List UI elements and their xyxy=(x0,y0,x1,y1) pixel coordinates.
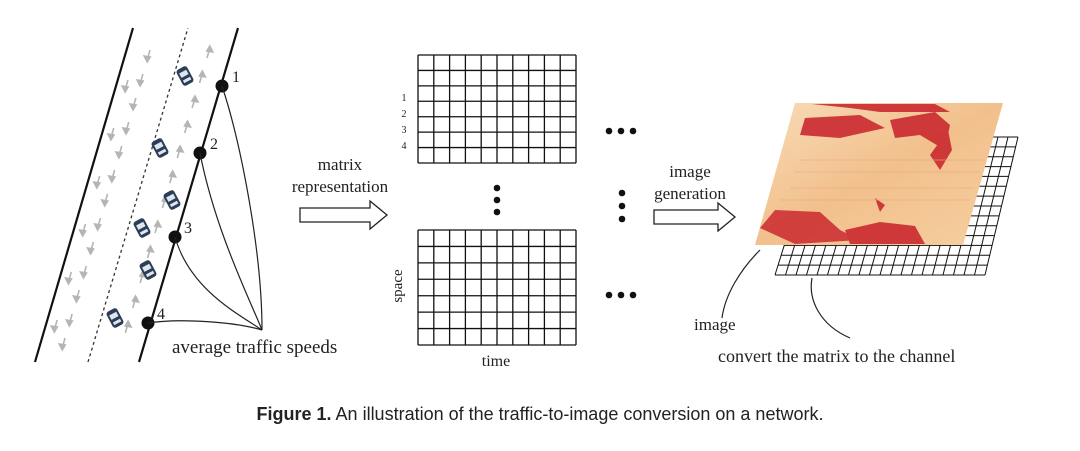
arrow2-line1: image xyxy=(669,162,711,181)
vehicle xyxy=(133,218,151,238)
hollow-arrow-2 xyxy=(653,201,737,233)
point-label-3: 3 xyxy=(184,220,192,237)
matrix-representation-arrow: matrix representation xyxy=(292,155,389,231)
point-label-1: 1 xyxy=(232,69,240,86)
vehicle xyxy=(151,138,169,158)
heat-image xyxy=(755,103,1003,245)
row-label-1: 1 xyxy=(402,93,407,104)
time-label: time xyxy=(482,353,510,370)
vehicle xyxy=(139,260,157,280)
speed-curve-3 xyxy=(174,236,263,331)
arrow2-line2: generation xyxy=(654,184,726,203)
point-label-2: 2 xyxy=(210,136,218,153)
heat-blobs xyxy=(760,104,952,244)
image-label: image xyxy=(694,315,736,334)
matrix-grid-top xyxy=(417,54,577,164)
channel-pointer-line xyxy=(810,277,851,339)
channel-label: convert the matrix to the channel xyxy=(718,346,955,366)
image-generation-arrow: image generation xyxy=(653,162,737,233)
heat-texture xyxy=(780,159,985,201)
row-label-3: 3 xyxy=(402,125,407,136)
vehicle xyxy=(176,66,194,86)
vehicles xyxy=(106,66,194,328)
arrow1-line2: representation xyxy=(292,177,389,196)
speed-curve-4 xyxy=(147,320,263,331)
row-label-4: 4 xyxy=(402,141,407,152)
hollow-arrow-1 xyxy=(299,199,389,231)
vehicle xyxy=(163,190,181,210)
matrix-grids xyxy=(417,54,577,346)
vehicle xyxy=(106,308,124,328)
caption-label: Figure 1. xyxy=(256,404,332,424)
caption-text: An illustration of the traffic-to-image … xyxy=(335,404,824,424)
image-pointer-line xyxy=(721,249,761,319)
ellipsis-dots xyxy=(493,127,637,299)
average-speeds-label: average traffic speeds xyxy=(172,337,337,358)
speed-curve-1 xyxy=(221,85,263,331)
speed-curve-2 xyxy=(199,152,263,331)
matrix-grid-bottom xyxy=(417,229,577,346)
figure-caption: Figure 1. An illustration of the traffic… xyxy=(0,404,1080,425)
road-diagram: 1 2 3 4 average traffic speeds xyxy=(33,27,337,363)
space-label: space xyxy=(390,269,406,303)
point-label-4: 4 xyxy=(157,306,165,323)
row-label-2: 2 xyxy=(402,109,407,120)
arrow1-line1: matrix xyxy=(318,155,363,174)
road-left-edge xyxy=(33,27,135,363)
road-center-line xyxy=(87,27,189,363)
lane-arrows xyxy=(49,44,215,352)
